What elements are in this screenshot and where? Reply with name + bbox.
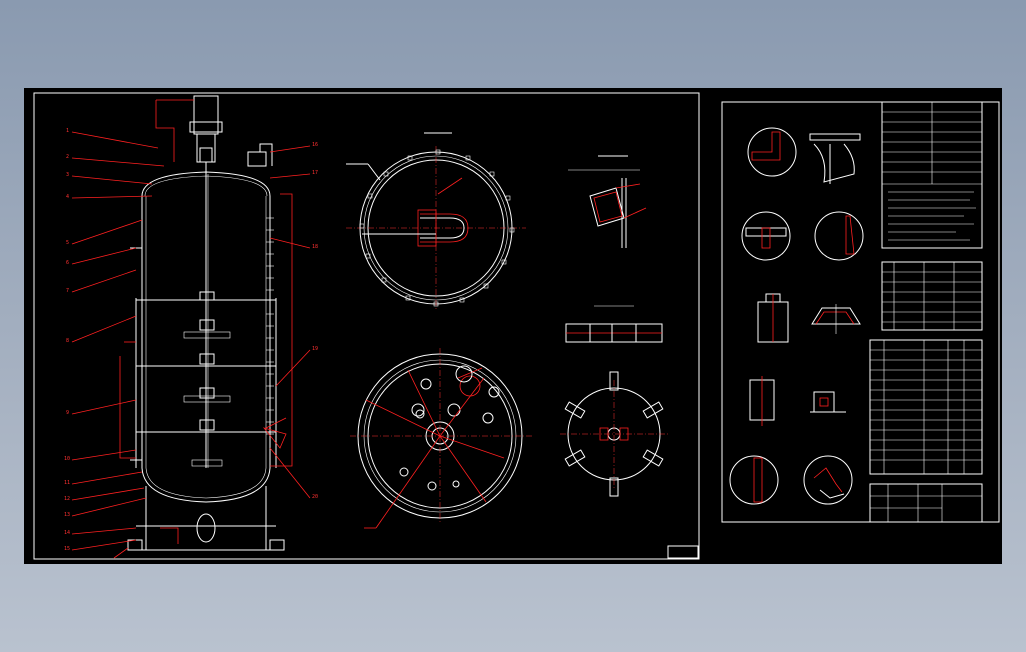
detail-sheet [721,101,1000,523]
svg-text:18: 18 [312,244,318,250]
detail-views [729,127,864,505]
svg-text:6: 6 [66,260,69,266]
svg-text:15: 15 [64,546,70,552]
svg-text:9: 9 [66,410,69,416]
svg-text:10: 10 [64,456,70,462]
svg-text:19: 19 [312,346,318,352]
sheet-border [33,92,700,560]
sheet-title-block [667,545,699,559]
nozzle-detail-view [568,155,647,248]
detail-sheet-border [721,101,1000,523]
svg-text:5: 5 [66,240,69,246]
top-plan-view [346,132,526,310]
svg-text:20: 20 [312,494,318,500]
bottom-plan-view [350,348,532,529]
svg-text:13: 13 [64,512,70,518]
svg-text:1: 1 [66,128,69,134]
parts-list-table [869,339,983,475]
section-bar-detail [565,305,663,343]
svg-text:16: 16 [312,142,318,148]
nozzle-schedule-table [881,261,983,331]
svg-text:12: 12 [64,496,70,502]
title-block [869,483,983,523]
svg-text:7: 7 [66,288,69,294]
agitator-plan-view [560,371,670,497]
svg-text:4: 4 [66,194,69,200]
svg-text:2: 2 [66,154,69,160]
technical-notes-block [881,101,983,249]
svg-text:8: 8 [66,338,69,344]
svg-text:17: 17 [312,170,318,176]
svg-text:3: 3 [66,172,69,178]
svg-text:11: 11 [64,480,70,486]
svg-text:14: 14 [64,530,70,536]
